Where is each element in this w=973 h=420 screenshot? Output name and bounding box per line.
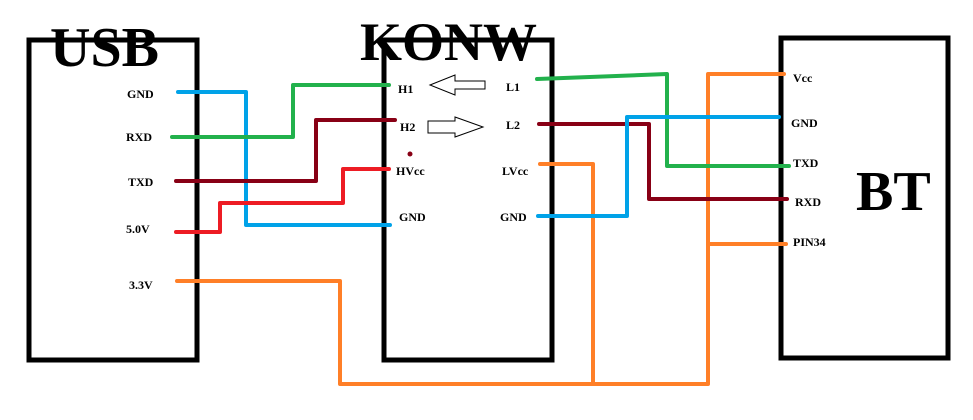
- usb-pin-3v3: 3.3V: [129, 278, 153, 292]
- marker-dot: [407, 151, 413, 157]
- konw-pin-l1: L1: [506, 80, 520, 94]
- usb-module-box: [26, 37, 200, 363]
- arrow-right-icon: [427, 116, 485, 138]
- usb-pin-rxd: RXD: [126, 130, 152, 144]
- usb-title: USB: [50, 17, 159, 79]
- konw-pin-l2: L2: [506, 118, 520, 132]
- wire-usb-gnd: [176, 90, 392, 227]
- konw-pin-gnd-l: GND: [500, 210, 527, 224]
- konw-module-box: [381, 37, 555, 363]
- bt-title: BT: [856, 161, 931, 223]
- usb-pin-5v: 5.0V: [126, 222, 150, 236]
- wire-usb-txd-h2: [174, 118, 397, 183]
- bt-pin-pin34: PIN34: [793, 235, 826, 249]
- wire-usb-rxd-h1: [170, 83, 391, 139]
- wire-gnd-l-bt-gnd: [536, 115, 781, 218]
- konw-pin-gnd-h: GND: [399, 210, 426, 224]
- bt-pin-gnd: GND: [791, 116, 818, 130]
- konw-pin-hvcc: HVcc: [396, 164, 425, 178]
- konw-pin-h2: H2: [400, 120, 415, 134]
- konw-pin-lvcc: LVcc: [502, 164, 529, 178]
- konw-pin-h1: H1: [398, 82, 413, 96]
- arrow-left-icon: [428, 74, 486, 96]
- wire-3v3-lvcc-bt-vcc: [538, 72, 786, 386]
- bt-pin-rxd: RXD: [795, 195, 821, 209]
- bt-pin-txd: TXD: [793, 156, 819, 170]
- usb-pin-txd: TXD: [128, 175, 154, 189]
- wire-l2-bt-rxd: [537, 122, 789, 201]
- wire-l1-bt-txd: [535, 72, 791, 168]
- usb-pin-gnd: GND: [127, 87, 154, 101]
- konw-title: KONW: [360, 12, 537, 72]
- wire-usb-5v-hvcc: [174, 167, 391, 234]
- wire-usb-3v3: [175, 279, 594, 386]
- bt-pin-vcc: Vcc: [793, 71, 813, 85]
